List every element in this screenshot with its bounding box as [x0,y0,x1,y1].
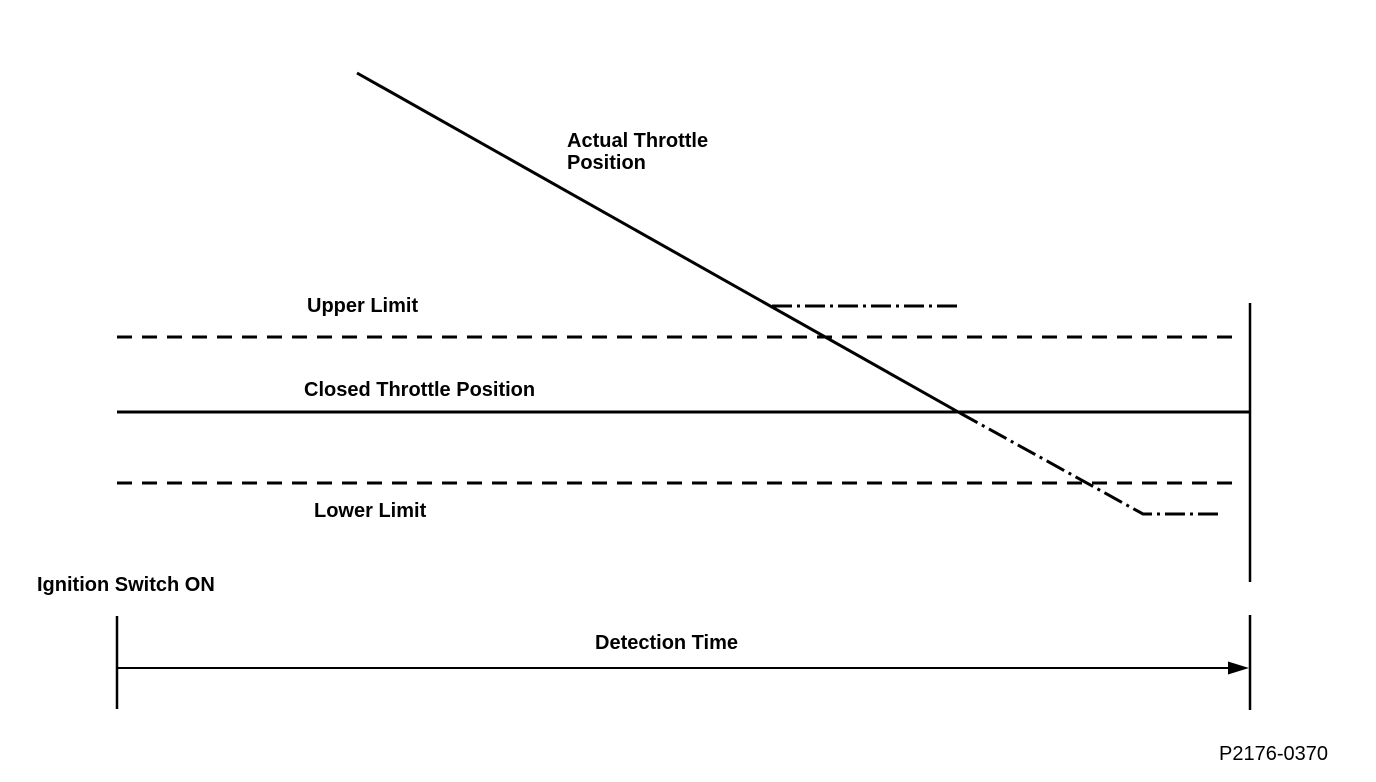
lower-limit-label: Lower Limit [314,500,427,522]
actual-throttle-solid-line [356,71,961,415]
arrow-right-icon [1228,661,1249,675]
actual-throttle-position-label-line1: Actual Throttle [567,130,709,152]
closed-throttle-position-label: Closed Throttle Position [304,379,536,401]
actual-throttle-position-label-line2: Position [567,152,646,174]
ignition-switch-on-label: Ignition Switch ON [37,574,215,596]
upper-limit-label: Upper Limit [307,295,419,317]
detection-time-label: Detection Time [595,632,738,654]
actual-throttle-position-label: Actual Throttle Position [567,130,708,174]
actual-throttle-dashdot-line [959,411,1220,516]
figure-code-label: P2176-0370 [1219,743,1328,765]
